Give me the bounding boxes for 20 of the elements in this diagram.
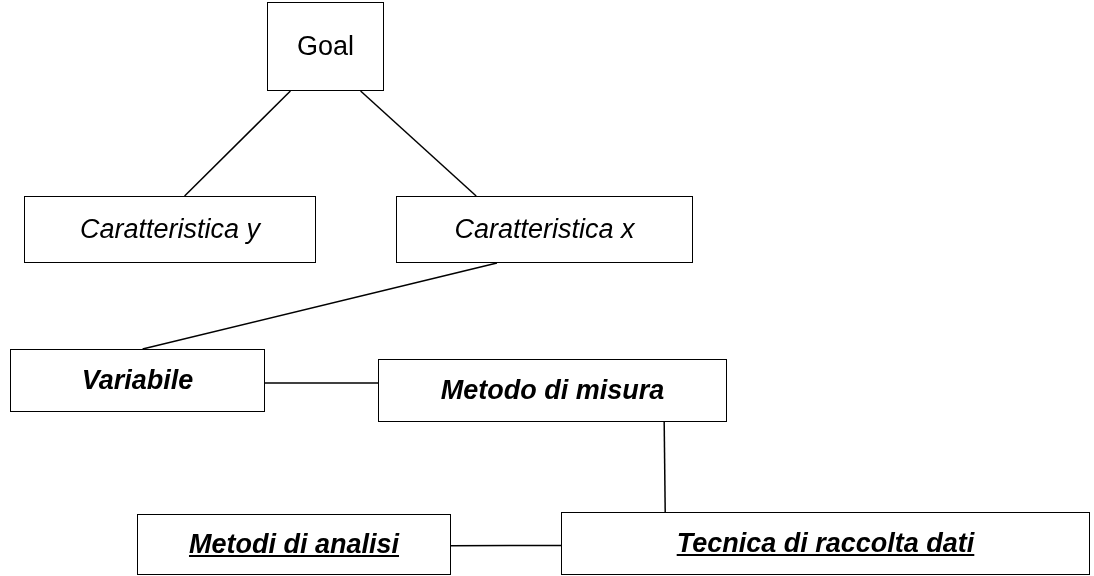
connector-line (359, 90, 477, 197)
connector-line (450, 544, 562, 547)
text-box (10, 349, 265, 412)
box-label: Caratteristica x (454, 213, 635, 247)
connector-line (141, 262, 498, 350)
box-label: Caratteristica y (79, 213, 261, 247)
connector-line (264, 382, 379, 384)
text-box (24, 196, 316, 263)
text-box (378, 359, 727, 422)
text-box (267, 2, 384, 91)
connector-line (183, 90, 292, 197)
box-label: Variabile (81, 364, 194, 398)
text-box (396, 196, 693, 263)
box-label: Tecnica di raccolta dati (676, 527, 975, 561)
box-label: Metodi di analisi (189, 528, 399, 562)
text-box (137, 514, 451, 575)
box-label: Metodo di misura (440, 374, 665, 408)
text-box (561, 512, 1090, 575)
connector-line (663, 421, 666, 513)
box-label: Goal (296, 30, 354, 64)
